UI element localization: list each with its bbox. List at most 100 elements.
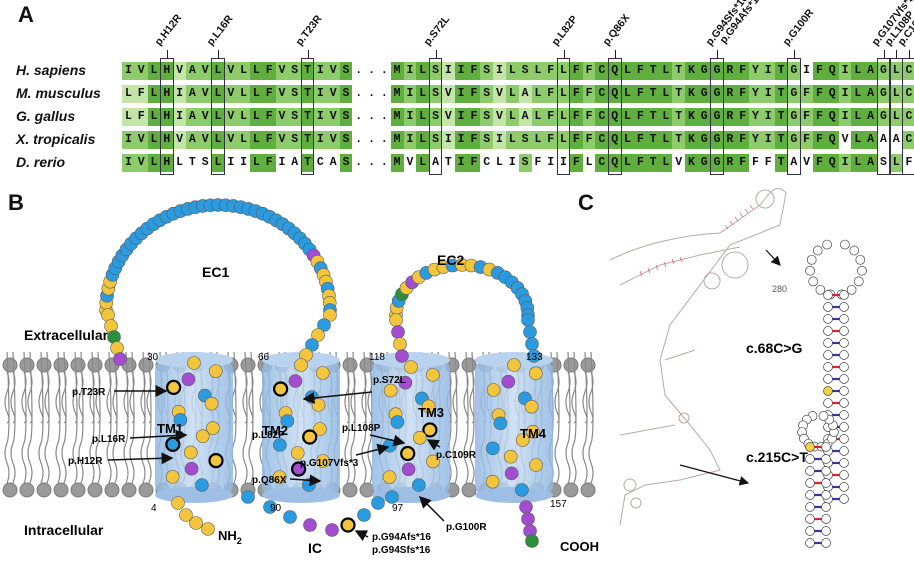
residue: M — [390, 62, 404, 80]
residue: V — [326, 108, 340, 126]
residue: G — [697, 154, 711, 172]
residue: L — [659, 154, 673, 172]
residue-bead — [166, 379, 182, 395]
residue: Q — [825, 108, 839, 126]
residue: T — [301, 108, 314, 126]
residue-bead — [340, 517, 356, 533]
residue: L — [122, 85, 135, 103]
residue: V — [224, 131, 238, 149]
residue: F — [262, 131, 276, 149]
residue: T — [301, 85, 314, 103]
residue: F — [582, 108, 596, 126]
residue: S — [429, 131, 442, 149]
residue-bead — [485, 474, 500, 489]
residue: I — [454, 62, 468, 80]
mutation-label: p.G100R — [780, 7, 816, 49]
residue: I — [441, 62, 455, 80]
residue: H — [160, 131, 174, 149]
residue-bead — [486, 383, 501, 397]
residue: L — [211, 131, 225, 149]
residue: V — [198, 108, 212, 126]
residue: V — [173, 131, 186, 149]
residue-bead — [526, 424, 540, 439]
residue-bead — [395, 349, 409, 363]
panel-label-a: A — [18, 2, 34, 27]
mutation-label: p.S72L — [421, 13, 453, 49]
residue: T — [188, 156, 196, 169]
residue: I — [761, 62, 775, 80]
residue: F — [813, 154, 826, 172]
residue: F — [736, 62, 750, 80]
residue: I — [403, 108, 417, 126]
residue: F — [813, 108, 826, 126]
residue: I — [313, 85, 327, 103]
residue: L — [851, 131, 865, 149]
residue: L — [659, 85, 673, 103]
residue: M — [390, 85, 404, 103]
residue: I — [454, 85, 468, 103]
residue-bead — [209, 364, 223, 378]
residue-bead — [317, 318, 331, 332]
residue: F — [544, 131, 558, 149]
residue: I — [803, 64, 811, 77]
residue: I — [838, 108, 852, 126]
residue: F — [800, 108, 814, 126]
position-label: 30 — [147, 352, 159, 363]
residue: I — [454, 154, 468, 172]
mutation-column-box — [300, 58, 315, 175]
residue: V — [803, 156, 811, 169]
residue: . — [368, 156, 375, 169]
residue: V — [275, 62, 289, 80]
residue: Y — [749, 108, 762, 126]
residue: C — [902, 131, 914, 149]
residue: I — [560, 156, 567, 169]
residue: I — [547, 156, 555, 169]
residue-bead — [357, 508, 371, 522]
species-name: X. tropicalis — [16, 131, 96, 147]
position-label: 157 — [550, 499, 567, 510]
tm-label: TM2 — [262, 423, 288, 438]
tm-label: TM4 — [520, 426, 547, 441]
residue: L — [585, 156, 593, 169]
residue-bead — [486, 441, 500, 456]
residue: V — [198, 85, 212, 103]
residue-bead — [400, 445, 416, 462]
residue: L — [851, 154, 865, 172]
residue: I — [761, 108, 775, 126]
residue-bead — [426, 454, 440, 469]
residue: I — [173, 85, 186, 103]
residue-bead — [187, 356, 201, 370]
mutation-tick — [794, 50, 795, 58]
residue: T — [646, 85, 660, 103]
residue: I — [122, 154, 135, 172]
residue: F — [813, 62, 826, 80]
residue: Q — [825, 85, 839, 103]
residue: C — [595, 154, 609, 172]
residue: L — [621, 108, 634, 126]
residue: L — [889, 62, 903, 80]
residue: F — [633, 154, 647, 172]
residue: K — [685, 62, 698, 80]
residue: F — [736, 108, 750, 126]
mutation-label: p.L16R — [92, 434, 126, 445]
residue: Y — [749, 85, 762, 103]
residue: L — [531, 131, 545, 149]
residue-bead — [501, 374, 516, 389]
arrow-line — [765, 249, 781, 266]
residue: L — [249, 131, 263, 149]
residue-bead — [404, 360, 418, 374]
residue-bead — [305, 338, 319, 352]
residue: G — [787, 131, 801, 149]
residue: V — [441, 85, 455, 103]
residue: V — [224, 62, 238, 80]
residue-bead — [412, 478, 426, 492]
residue: L — [851, 85, 865, 103]
residue: L — [147, 108, 161, 126]
residue-bead — [273, 438, 287, 452]
residue-bead — [183, 445, 198, 460]
residue: L — [505, 85, 519, 103]
residue: F — [813, 131, 826, 149]
intracellular-label: Intracellular — [24, 522, 104, 538]
mutation-tick — [166, 50, 168, 58]
